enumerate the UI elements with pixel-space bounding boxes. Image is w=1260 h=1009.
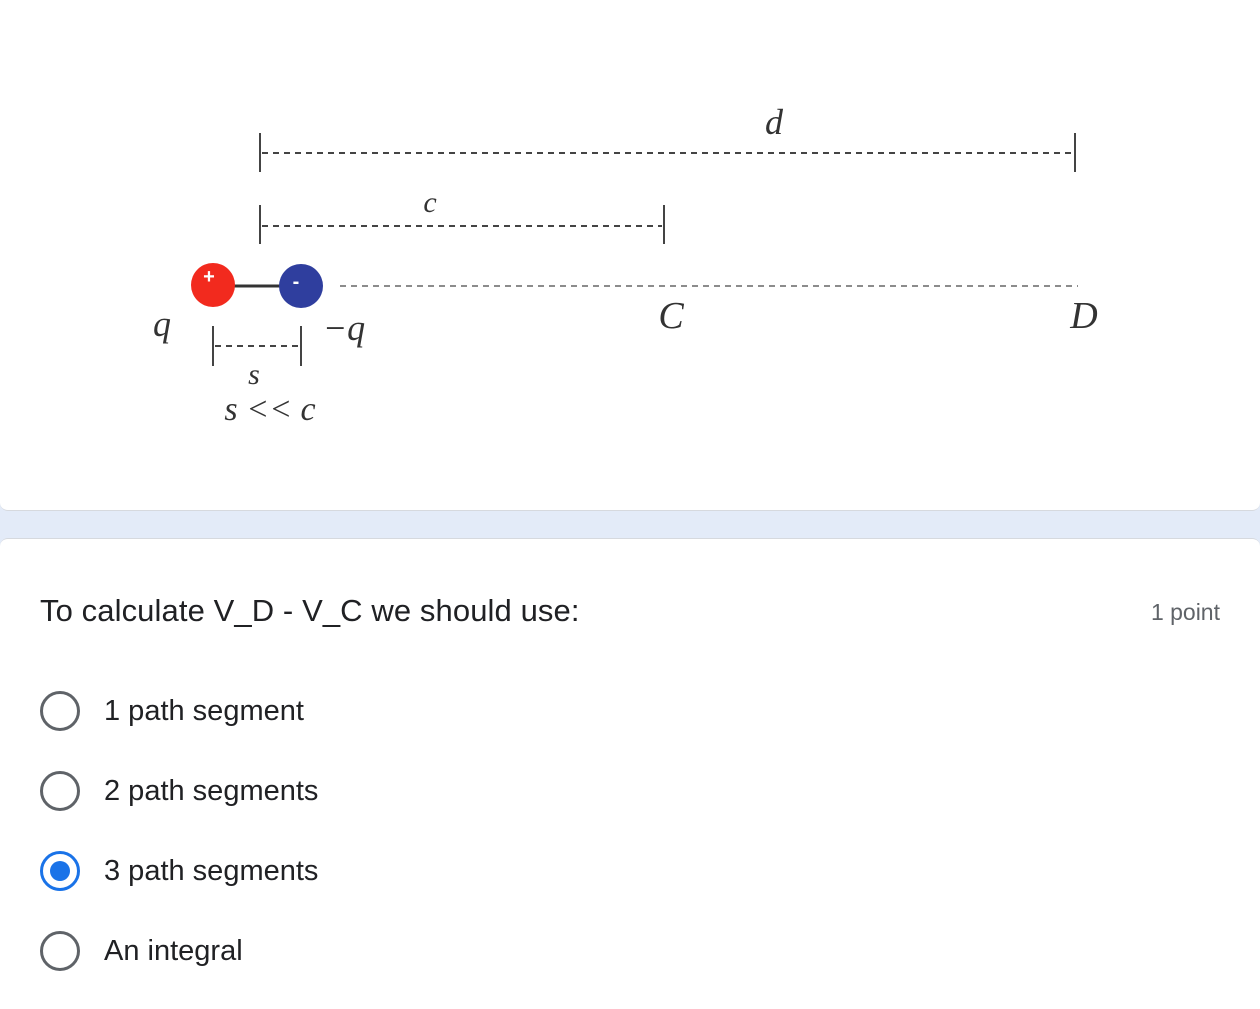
dimension-d: [259, 133, 1076, 172]
option-label: 3 path segments: [104, 854, 319, 887]
plus-sign: +: [203, 266, 215, 288]
label-s: s: [248, 358, 260, 391]
option-an-integral[interactable]: An integral: [40, 929, 243, 973]
label-q: q: [153, 304, 171, 344]
radio-button[interactable]: [40, 771, 80, 811]
dipole-diagram: d c + - C D q −q s s << c: [153, 102, 1098, 428]
dimension-c: [259, 205, 665, 244]
negative-charge: [279, 264, 323, 308]
radio-button-selected[interactable]: [40, 851, 80, 891]
question-card: To calculate V_D - V_C we should use: 1 …: [0, 538, 1260, 1009]
label-c: c: [423, 186, 436, 219]
label-neg-q: −q: [323, 308, 365, 348]
question-title: To calculate V_D - V_C we should use:: [40, 593, 580, 628]
question-points: 1 point: [1150, 599, 1220, 625]
positive-charge: [191, 263, 235, 307]
diagram-card: d c + - C D q −q s s << c: [0, 0, 1260, 511]
label-point-C: C: [658, 295, 684, 337]
radio-button[interactable]: [40, 931, 80, 971]
option-1-path-segment[interactable]: 1 path segment: [40, 689, 304, 733]
option-2-path-segments[interactable]: 2 path segments: [40, 769, 318, 813]
label-relation: s << c: [224, 391, 315, 428]
minus-sign: -: [293, 271, 300, 293]
radio-button[interactable]: [40, 691, 80, 731]
option-label: 2 path segments: [104, 774, 319, 807]
option-label: An integral: [104, 934, 243, 967]
dimension-s: [212, 326, 302, 366]
label-point-D: D: [1069, 295, 1097, 337]
option-3-path-segments[interactable]: 3 path segments: [40, 849, 318, 893]
label-d: d: [765, 102, 784, 142]
option-label: 1 path segment: [104, 694, 304, 727]
